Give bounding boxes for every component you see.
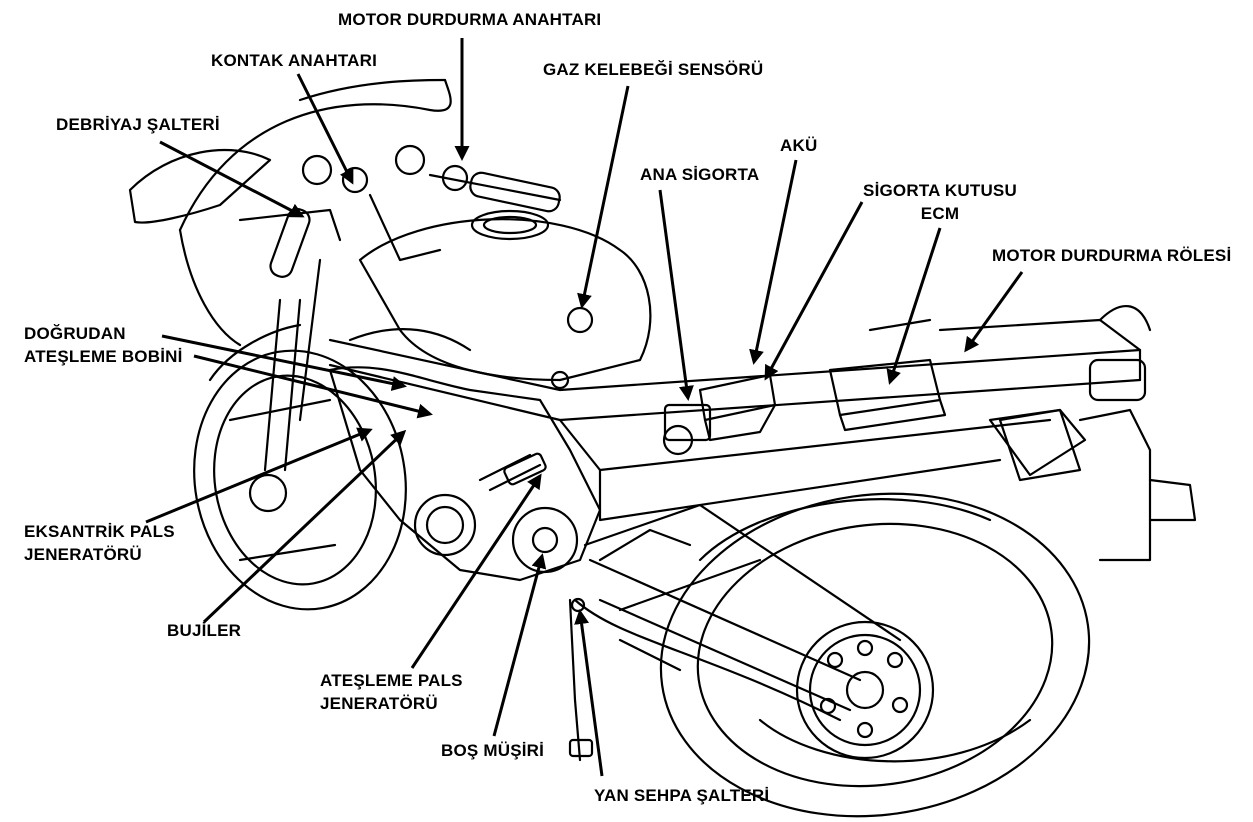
label-atesleme-pals-line1: ATEŞLEME PALS	[320, 671, 463, 690]
rear-sprocket	[795, 620, 935, 760]
ecm-box	[828, 318, 947, 432]
label-bos-musiri: BOŞ MÜŞİRİ	[441, 741, 545, 760]
label-aku: AKÜ	[780, 136, 818, 155]
leader-yan-sehpa	[574, 609, 604, 777]
label-dogrudan-atesleme-bobini-line1: DOĞRUDAN	[24, 324, 126, 343]
rear-wheel	[659, 492, 1091, 818]
label-eksantrik-pals-line1: EKSANTRİK PALS	[24, 522, 175, 541]
side-stand	[568, 528, 692, 762]
label-kontak-anahtari: KONTAK ANAHTARI	[211, 51, 378, 70]
handlebars	[238, 144, 562, 278]
label-yan-sehpa-salteri: YAN SEHPA ŞALTERİ	[594, 786, 770, 805]
leader-ana-sigorta	[658, 189, 694, 401]
leader-gaz-kelebegi	[577, 85, 630, 309]
label-bujiler: BUJİLER	[167, 621, 242, 640]
front-fork	[263, 258, 322, 472]
leader-aku	[749, 159, 798, 365]
leader-eksantrik	[145, 427, 373, 524]
rear-cowl	[988, 304, 1152, 477]
leader-dogrudan-1	[161, 334, 407, 391]
frame	[328, 318, 1197, 562]
label-gaz-kelebegi-sensoru: GAZ KELEBEĞİ SENSÖRÜ	[543, 60, 764, 79]
leader-bujiler	[202, 429, 407, 624]
leader-debriyaj	[159, 140, 305, 218]
leader-sigorta-kutusu	[764, 201, 864, 381]
battery	[698, 373, 777, 442]
label-debriyaj-salteri: DEBRİYAJ ŞALTERİ	[56, 115, 220, 134]
fuel-tank	[358, 209, 652, 382]
label-atesleme-pals-line2: JENERATÖRÜ	[320, 694, 438, 713]
leader-motor-durdurma-rolesi	[964, 271, 1024, 353]
leader-bos-musiri	[492, 553, 547, 737]
label-sigorta-kutusu: SİGORTA KUTUSU	[863, 181, 1017, 200]
fairing	[128, 78, 452, 382]
label-dogrudan-atesleme-bobini-line2: ATEŞLEME BOBİNİ	[24, 347, 183, 366]
label-motor-durdurma-anahtari: MOTOR DURDURMA ANAHTARI	[338, 10, 602, 29]
label-motor-durdurma-rolesi: MOTOR DURDURMA RÖLESİ	[992, 246, 1232, 265]
label-ecm: ECM	[920, 204, 960, 223]
label-ana-sigorta: ANA SİGORTA	[640, 165, 760, 184]
leader-ecm	[886, 227, 942, 385]
leader-kontak-anahtari	[296, 73, 354, 185]
label-eksantrik-pals-line2: JENERATÖRÜ	[24, 545, 142, 564]
leader-dogrudan-2	[193, 354, 433, 419]
swing-arm	[573, 503, 902, 722]
leader-atesleme-pals	[410, 473, 542, 669]
main-fuse	[662, 403, 712, 456]
